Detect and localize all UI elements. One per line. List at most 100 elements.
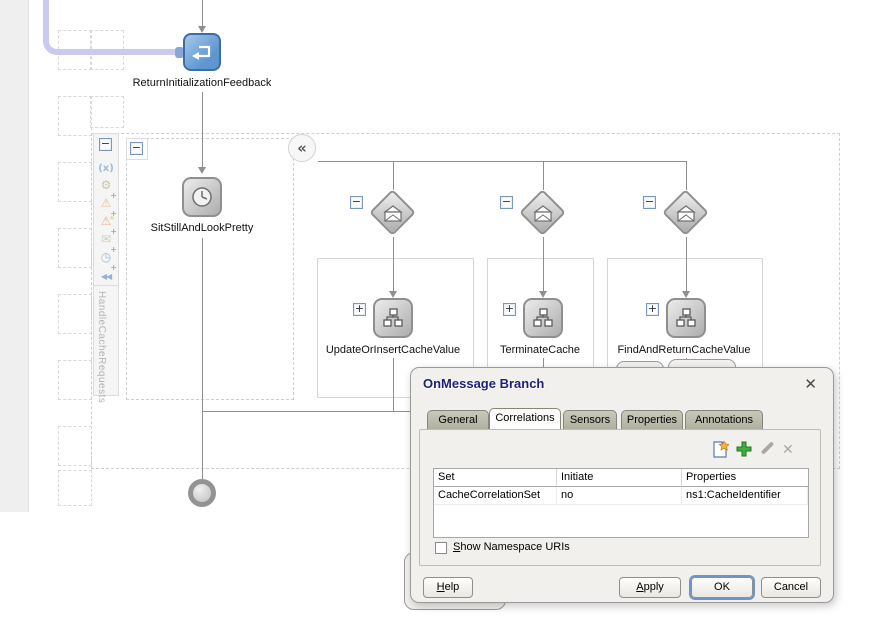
collapse-branches-button[interactable]: « [288, 134, 316, 162]
flow-arrowhead [539, 291, 547, 298]
envelope-icon [532, 205, 554, 222]
branch-split-line [318, 161, 686, 162]
onmessage-branch-dialog: OnMessage Branch ✕ General Correlations … [410, 367, 834, 603]
table-row[interactable]: CacheCorrelationSet no ns1:CacheIdentifi… [434, 487, 808, 505]
scope-collapse-button[interactable]: − [99, 137, 112, 151]
wait-activity-label: SitStillAndLookPretty [150, 222, 254, 234]
collapsed-lane-box [58, 426, 92, 466]
cancel-button[interactable]: Cancel [761, 577, 821, 598]
canvas-left-gutter [0, 0, 29, 512]
add-catch-all-icon[interactable]: ⚠★+ [100, 209, 117, 228]
branch-line [543, 161, 544, 190]
tab-general[interactable]: General [427, 410, 489, 429]
sequence-icon [531, 307, 555, 329]
branch-line [393, 237, 394, 291]
branch-line [393, 358, 394, 411]
branch-line [686, 237, 687, 291]
add-compensation-handler-icon[interactable]: ◀◀+ [100, 263, 117, 281]
add-onmessage-handler-icon[interactable]: ✉+ [100, 227, 117, 246]
apply-button[interactable]: Apply [619, 577, 681, 598]
branch-line [393, 161, 394, 190]
column-header-properties[interactable]: Properties [682, 469, 808, 487]
branch-line [543, 237, 544, 291]
tab-annotations[interactable]: Annotations [685, 410, 763, 429]
flow-arrowhead [682, 291, 690, 298]
scope-activity-node[interactable] [373, 298, 413, 338]
table-header-row: Set Initiate Properties [434, 469, 808, 487]
branch-collapse-button[interactable]: − [350, 195, 363, 209]
scope-vertical-label: HandleCacheRequests [96, 291, 107, 404]
partner-link-connector-vertical [43, 0, 49, 40]
cell-set: CacheCorrelationSet [434, 487, 557, 505]
properties-gear-icon[interactable]: ⚙ [100, 178, 112, 192]
scope-activity-node[interactable] [523, 298, 563, 338]
flow-line [202, 92, 203, 133]
flow-end-node[interactable] [188, 479, 216, 507]
flow-line [202, 412, 203, 479]
onmessage-branch-node[interactable] [519, 189, 567, 237]
new-correlation-icon[interactable] [712, 441, 729, 458]
envelope-icon [382, 205, 404, 222]
sequence-collapse-button[interactable]: − [130, 141, 143, 155]
cell-initiate: no [557, 487, 682, 505]
flow-line [202, 238, 203, 412]
partner-link-connector-corner [43, 38, 59, 55]
flow-arrowhead [198, 26, 206, 33]
branch-collapse-button[interactable]: − [643, 195, 656, 209]
collapsed-lane-box [58, 228, 92, 268]
partner-link-connector-horizontal [56, 49, 176, 55]
show-namespace-uris-label: Show Namespace URIs [453, 541, 570, 553]
delete-icon[interactable]: ✕ [782, 442, 794, 458]
sequence-icon [381, 307, 405, 329]
sequence-region [126, 138, 294, 400]
add-icon[interactable] [735, 440, 753, 458]
collapsed-lane-box [58, 162, 92, 202]
cell-properties: ns1:CacheIdentifier [682, 487, 808, 505]
scope-activity-label: TerminateCache [499, 344, 581, 356]
column-header-initiate[interactable]: Initiate [557, 469, 682, 487]
add-onalarm-handler-icon[interactable]: ◷+ [100, 245, 117, 264]
reply-activity-node[interactable] [183, 33, 221, 71]
strip-separator [93, 285, 119, 286]
close-icon[interactable]: ✕ [804, 375, 817, 393]
show-namespace-uris-checkbox[interactable] [435, 542, 447, 554]
reply-activity-label: ReturnInitializationFeedback [132, 77, 272, 89]
tab-properties[interactable]: Properties [621, 410, 683, 429]
clock-icon [191, 186, 213, 208]
collapsed-lane-box [90, 96, 124, 128]
scope-activity-node[interactable] [666, 298, 706, 338]
ok-button[interactable]: OK [691, 577, 753, 598]
envelope-icon [675, 205, 697, 222]
tab-content-panel [419, 429, 821, 566]
branch-line [686, 161, 687, 190]
tab-sensors[interactable]: Sensors [563, 410, 617, 429]
partner-link-connector-endpoint [175, 46, 184, 58]
branch-expand-button[interactable]: + [503, 302, 516, 316]
correlations-table: Set Initiate Properties CacheCorrelation… [433, 468, 809, 538]
branch-collapse-button[interactable]: − [500, 195, 513, 209]
flow-arrowhead [198, 167, 206, 174]
collapsed-lane-box [58, 470, 92, 506]
tab-correlations[interactable]: Correlations [489, 408, 561, 429]
wait-activity-node[interactable] [182, 177, 222, 217]
flow-arrowhead [389, 291, 397, 298]
collapsed-lane-box [58, 294, 92, 334]
onmessage-branch-node[interactable] [369, 189, 417, 237]
collapsed-lane-box [58, 96, 92, 136]
flow-line [202, 133, 203, 167]
branch-expand-button[interactable]: + [353, 302, 366, 316]
dialog-title: OnMessage Branch [423, 376, 545, 391]
collapsed-lane-box [58, 360, 92, 400]
scope-activity-label: UpdateOrInsertCacheValue [325, 344, 461, 356]
edit-pencil-icon[interactable] [760, 441, 775, 455]
variables-icon[interactable]: (x) [98, 163, 114, 174]
scope-sidebar [93, 133, 119, 396]
column-header-set[interactable]: Set [434, 469, 557, 487]
onmessage-branch-node[interactable] [662, 189, 710, 237]
sequence-icon [674, 307, 698, 329]
help-button[interactable]: Help [423, 577, 473, 598]
add-fault-handler-icon[interactable]: ⚠+ [100, 191, 117, 210]
scope-activity-label: FindAndReturnCacheValue [617, 344, 751, 356]
reply-icon [190, 42, 214, 62]
branch-expand-button[interactable]: + [646, 302, 659, 316]
